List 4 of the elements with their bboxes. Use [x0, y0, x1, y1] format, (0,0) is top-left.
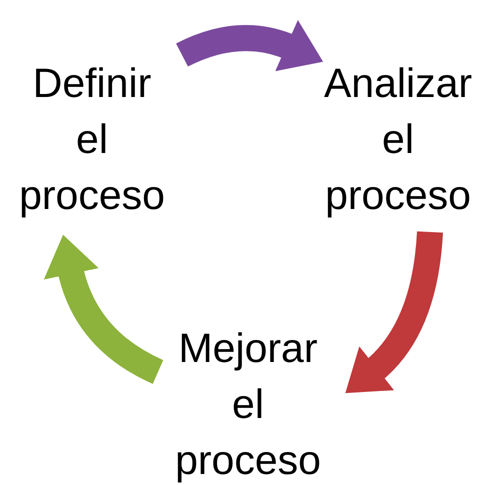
step-label: Analizar el proceso — [322, 59, 474, 220]
curved-arrow — [346, 231, 443, 394]
step-label: Mejorar el proceso — [174, 324, 322, 484]
step-label: Definir el proceso — [18, 59, 166, 220]
